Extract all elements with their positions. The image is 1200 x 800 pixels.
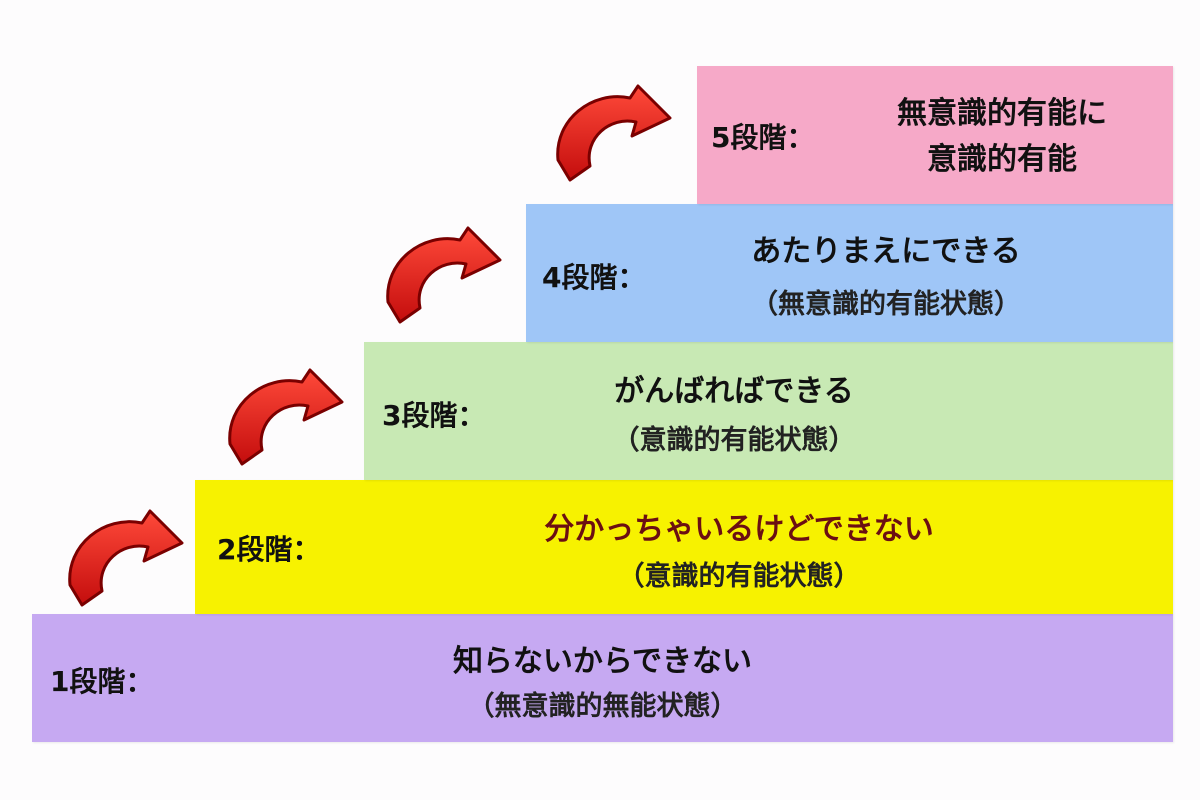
step-4-main-text: あたりまえにできる bbox=[751, 234, 1021, 269]
step-3-main-text: がんばればできる bbox=[614, 374, 854, 409]
step-2-block: 2段階： 分かっちゃいるけどできない （意識的有能状態） bbox=[195, 480, 1173, 614]
step-3-block: 3段階： がんばればできる （意識的有能状態） bbox=[364, 342, 1173, 480]
step-4-block: 4段階： あたりまえにできる （無意識的有能状態） bbox=[526, 204, 1173, 342]
step-5-block: 5段階： 無意識的有能に 意識的有能 bbox=[697, 66, 1173, 204]
curved-arrow-icon bbox=[228, 368, 344, 466]
step-1-sub-text: （無意識的無能状態） bbox=[467, 691, 738, 722]
step-4-sub-text: （無意識的有能状態） bbox=[751, 289, 1021, 320]
step-3-label: 3段階： bbox=[382, 399, 486, 432]
step-4-label: 4段階： bbox=[542, 261, 646, 294]
step-1-block: 1段階： 知らないからできない （無意識的無能状態） bbox=[32, 614, 1173, 742]
step-5-main-text-line2: 意識的有能 bbox=[927, 142, 1077, 177]
step-5-label: 5段階： bbox=[711, 121, 815, 154]
step-1-label: 1段階： bbox=[50, 665, 154, 698]
step-2-label: 2段階： bbox=[217, 533, 321, 566]
step-2-sub-text: （意識的有能状態） bbox=[617, 561, 861, 592]
step-3-sub-text: （意識的有能状態） bbox=[612, 425, 856, 456]
curved-arrow-icon bbox=[386, 226, 502, 324]
step-2-main-text: 分かっちゃいるけどできない bbox=[544, 512, 934, 547]
curved-arrow-icon bbox=[556, 84, 672, 182]
curved-arrow-icon bbox=[68, 509, 184, 607]
step-5-main-text-line1: 無意識的有能に bbox=[897, 96, 1107, 131]
step-1-main-text: 知らないからできない bbox=[452, 644, 753, 679]
